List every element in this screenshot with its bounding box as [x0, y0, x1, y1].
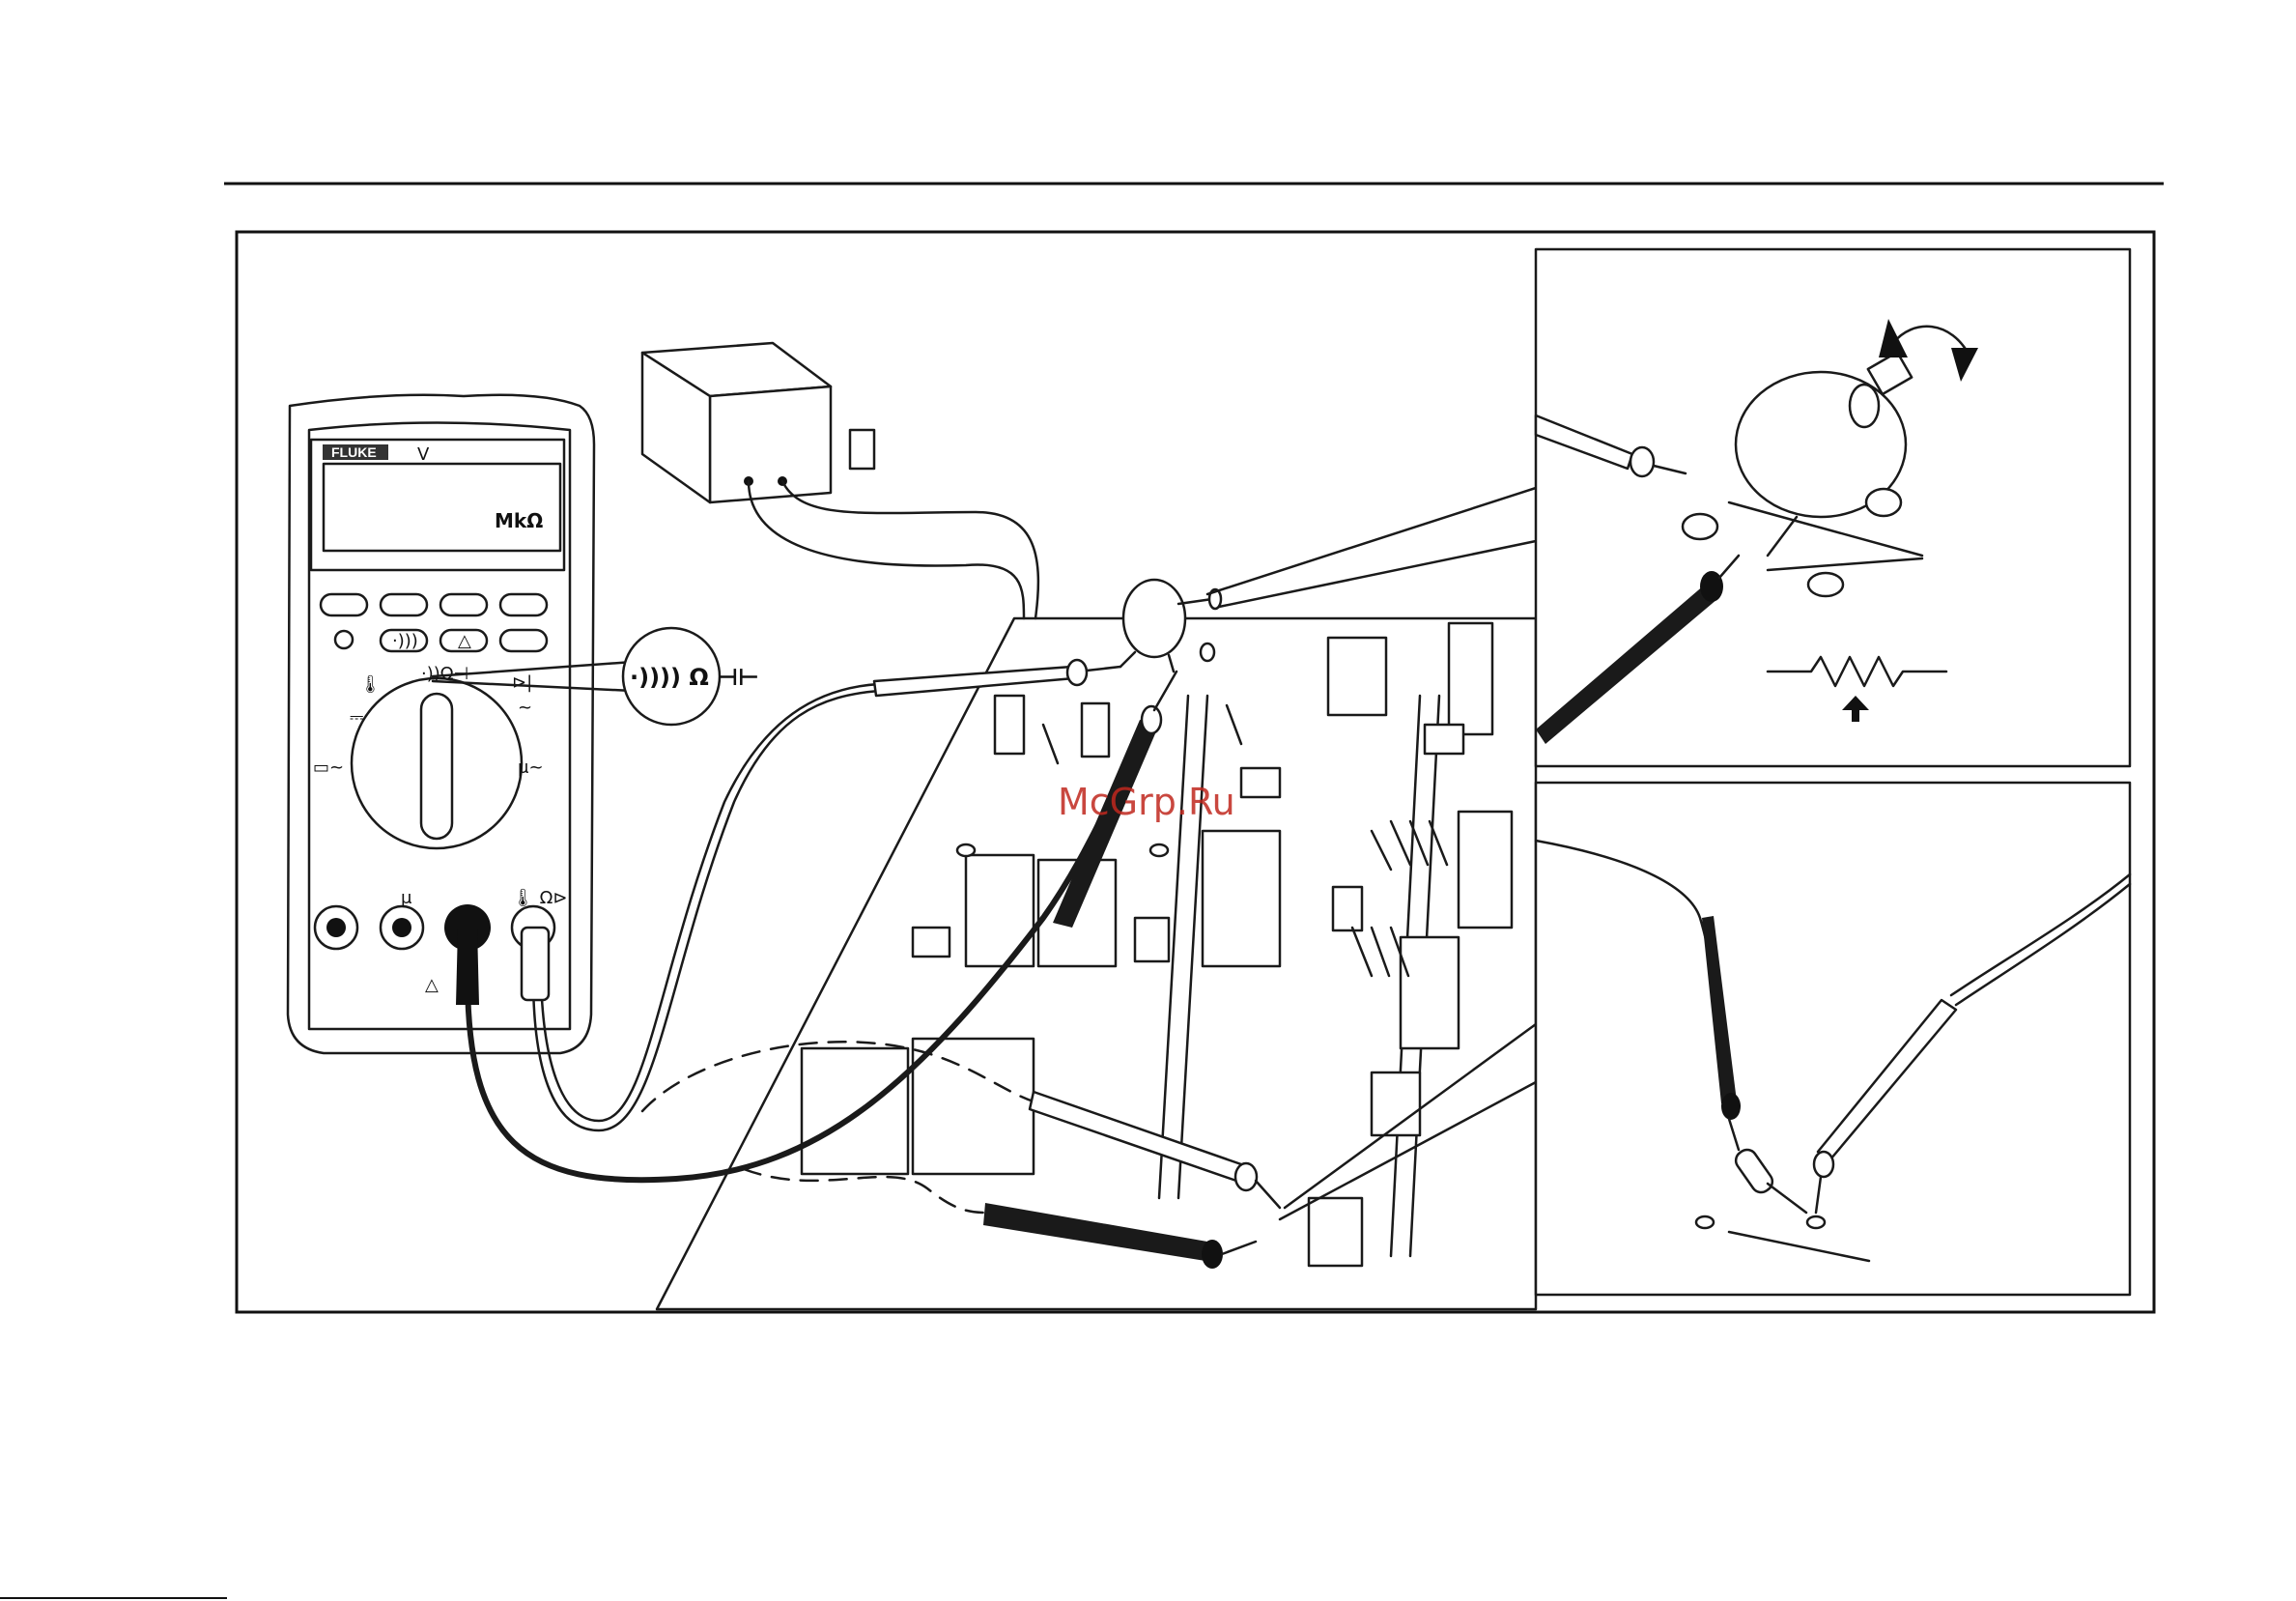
svg-text:μ~: μ~: [518, 758, 544, 778]
inset-potentiometer-detail: [1536, 249, 2130, 766]
power-supply-box: [642, 343, 874, 502]
svg-text:·))): ·))): [392, 631, 418, 651]
model-mark: V: [417, 444, 430, 465]
svg-text:🌡 Ω⊳: 🌡 Ω⊳: [512, 888, 567, 908]
svg-text:🌡: 🌡: [359, 674, 382, 695]
svg-text:▭~: ▭~: [313, 758, 344, 778]
svg-text:△: △: [425, 975, 439, 995]
lcd-display: [324, 464, 560, 551]
callout-symbols: ·)))) Ω ⊣⊢: [630, 664, 759, 691]
inset-probe-detail: [1536, 783, 2130, 1295]
svg-text:⎓: ⎓: [350, 707, 363, 728]
lcd-unit-label: MkΩ: [495, 509, 543, 532]
svg-text:△: △: [458, 631, 471, 651]
svg-text:~: ~: [518, 698, 532, 718]
circuit-board: [657, 618, 1536, 1309]
svg-text:μ: μ: [401, 888, 412, 908]
watermark-text: McGrp.Ru: [1058, 781, 1235, 823]
brand-label: FLUKE: [331, 444, 377, 460]
svg-text:⊳|: ⊳|: [512, 672, 532, 693]
